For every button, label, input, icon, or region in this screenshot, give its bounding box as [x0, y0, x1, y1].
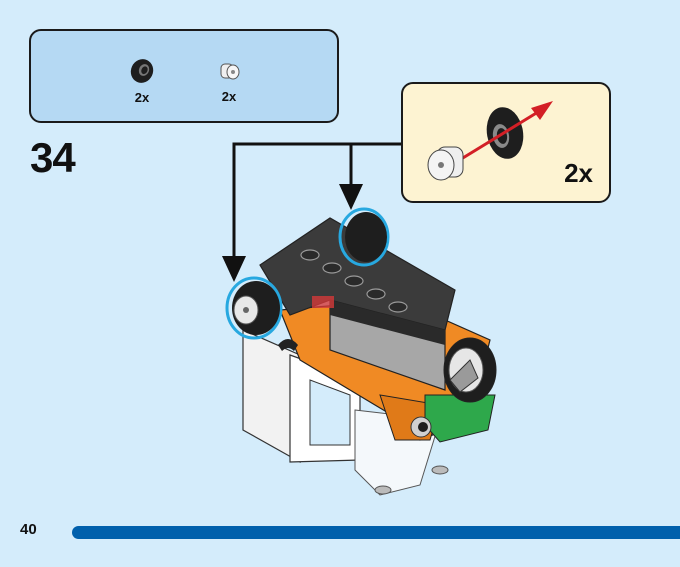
callout-quantity: 2x: [564, 158, 593, 188]
arrow-down-icon: [222, 256, 246, 282]
wheel-hub-icon: [220, 63, 240, 80]
green-plate: [424, 394, 496, 443]
page-footer-bar: [72, 526, 680, 539]
wheel-hub-icon: [427, 146, 464, 181]
wheel-hub-quantity: 2x: [221, 89, 237, 104]
wheel-right: [443, 337, 497, 403]
black-clip: [278, 339, 298, 351]
page-number: 40: [20, 521, 37, 538]
sub-assembly-callout: 2x: [401, 82, 611, 203]
assembly-arrow-line: [452, 110, 539, 166]
stand-frame: [242, 329, 449, 496]
arrow-down-icon: [339, 184, 363, 210]
tire-icon: [130, 59, 154, 83]
assembly-arrow-head-icon: [531, 101, 553, 120]
wheel-left-new: [225, 276, 283, 340]
parts-list-item-wheel-hub: 2x: [217, 59, 241, 104]
wheel-back-new: [338, 207, 390, 267]
connector-lines: [232, 142, 403, 262]
parts-list-box: 2x 2x: [29, 29, 339, 123]
callout-illustration: [427, 101, 553, 181]
parts-list-item-tire: 2x: [127, 56, 157, 105]
stud-gray: [410, 416, 432, 438]
black-brick: [259, 217, 456, 345]
tire-quantity: 2x: [134, 90, 150, 105]
step-number: 34: [30, 134, 76, 181]
